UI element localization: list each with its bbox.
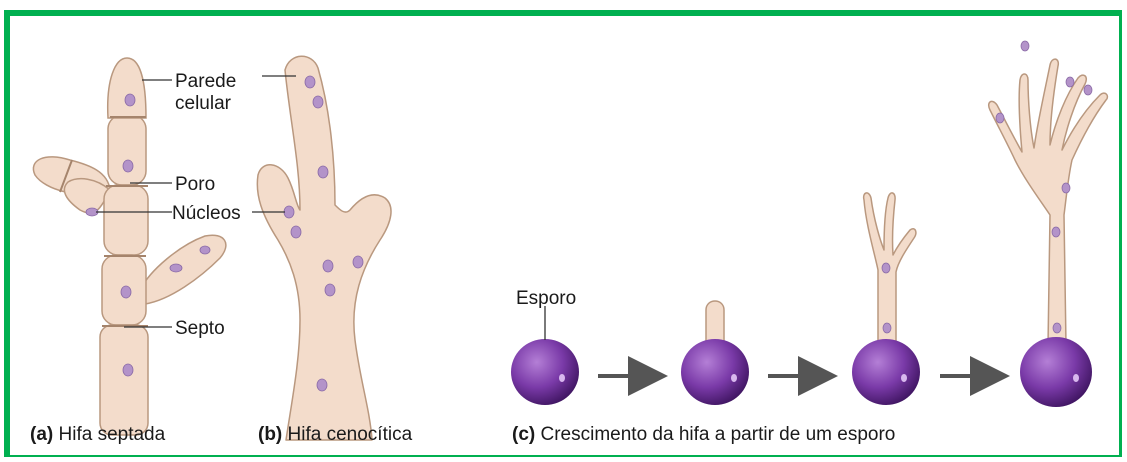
label-parede: Parede [175,71,236,92]
label-septo: Septo [175,318,225,339]
right-branch [139,234,227,305]
spore-stage-3 [852,192,920,405]
coenocytic-hypha [256,55,392,441]
spore-stage-4 [987,40,1109,407]
caption-c: (c) Crescimento da hifa a partir de um e… [512,424,895,445]
green-border-frame [4,10,1122,457]
label-nucleos: Núcleos [172,203,241,224]
spore-stage-2 [681,300,749,405]
label-esporo: Esporo [516,288,576,309]
left-branch [32,156,111,214]
spore-stage-1 [511,339,579,405]
caption-a: (a) Hifa septada [30,424,166,445]
label-poro: Poro [175,174,215,195]
caption-b: (b) Hifa cenocítica [258,424,413,445]
septate-hypha [32,57,227,436]
label-celular: celular [175,93,232,114]
